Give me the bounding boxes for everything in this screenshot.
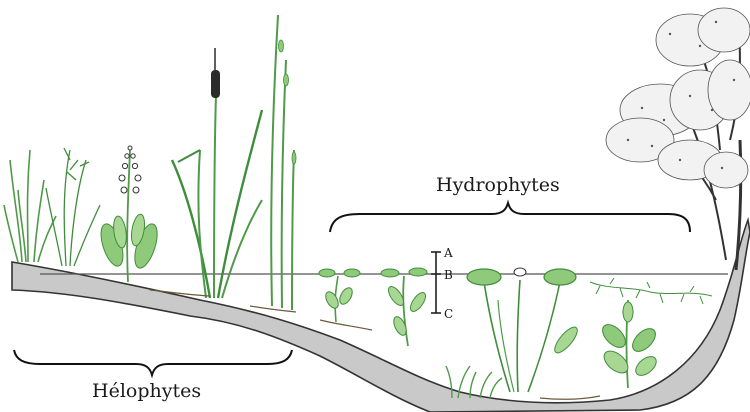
rush-plant [271,15,294,310]
grass-tuft-plant [46,148,100,266]
level-a-label: A [443,246,453,260]
helophytes-label: Hélophytes [92,380,201,402]
level-b-label: B [444,268,453,282]
grass-tuft-plant [4,150,56,262]
cattail-plant [172,48,262,298]
hydrophytes-brace [330,203,690,232]
hydrophytes-label: Hydrophytes [436,174,560,196]
floating-leaf-plant [319,269,360,322]
duckweed-mat [590,278,712,304]
submerged-stem-plant [381,268,428,346]
broadleaf-aquatic-plant [598,300,659,388]
tree [606,8,750,270]
rush-seedhead [279,40,297,164]
helophytes-brace [14,350,292,375]
level-c-label: C [444,307,453,321]
flowering-plant [97,146,162,282]
water-lily-plant [467,268,581,392]
depth-marker [431,252,441,313]
